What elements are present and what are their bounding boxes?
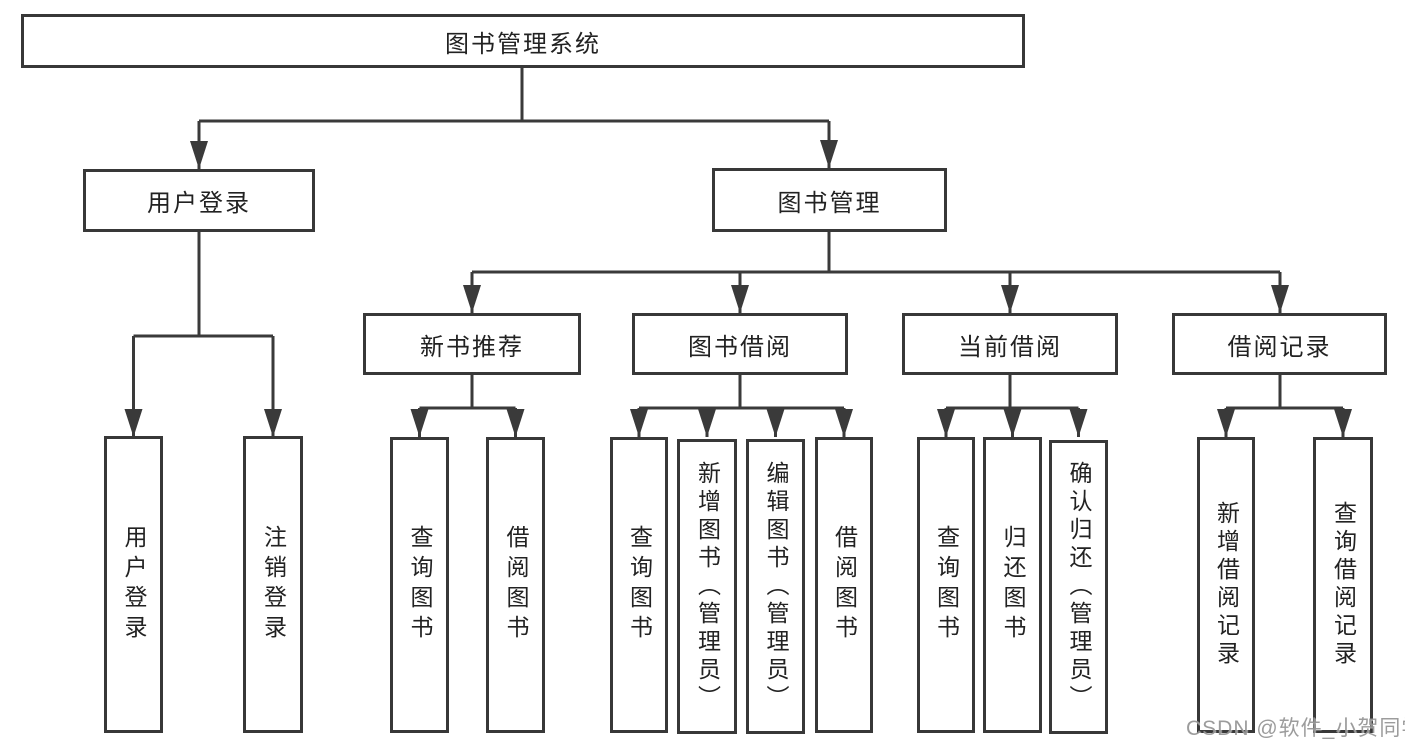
csdn-watermark: CSDN @软件_小贺同学 [1186,717,1405,740]
leaf-user-login: 用户登录 [104,436,163,733]
arrowhead [1003,409,1022,437]
arrowhead [1217,409,1235,437]
node-library-management-system: 图书管理系统 [21,14,1025,68]
leaf-label: 查询图书 [933,525,960,645]
node-current-borrowing: 当前借阅 [902,313,1118,375]
arrowhead [698,409,716,437]
arrowhead [820,140,838,168]
leaf-label: 归还图书 [1000,525,1026,645]
arrowhead [463,285,481,313]
arrowhead [1001,285,1019,313]
arrowhead [124,409,143,437]
arrowhead [630,409,648,437]
node-new-book-recommendation: 新书推荐 [363,313,581,375]
leaf-borrow-books-recommend: 借阅图书 [486,437,545,733]
arrowhead [190,141,208,169]
leaf-label: 借阅图书 [503,525,529,645]
leaf-query-books-current: 查询图书 [917,437,975,733]
arrowhead [264,409,282,437]
leaf-label: 注销登录 [260,524,287,645]
arrowhead [731,285,749,313]
leaf-label: 新增借阅记录 [1213,501,1240,669]
arrowhead [410,409,429,437]
arrowhead [835,409,853,437]
leaf-label: 借阅图书 [831,525,858,645]
node-user-login: 用户登录 [83,169,315,232]
node-borrowing-records: 借阅记录 [1172,313,1387,375]
leaf-label: 用户登录 [121,524,147,645]
arrowhead [1069,409,1088,437]
arrowhead [937,409,955,437]
leaf-add-borrow-record: 新增借阅记录 [1197,437,1255,733]
arrowhead [1334,409,1352,437]
leaf-query-books-borrow: 查询图书 [610,437,668,733]
leaf-query-borrow-record: 查询借阅记录 [1313,437,1373,733]
leaf-label: 查询图书 [626,525,653,645]
leaf-label: 新增图书（管理员） [694,460,721,713]
arrowhead [766,409,785,437]
node-book-borrowing: 图书借阅 [632,313,848,375]
leaf-label: 查询图书 [407,525,433,645]
leaf-add-book-admin: 新增图书（管理员） [677,439,737,734]
leaf-label: 确认归还（管理员） [1066,461,1092,713]
leaf-confirm-return-admin: 确认归还（管理员） [1049,440,1108,734]
tree-connectors [132,66,1345,437]
node-book-management: 图书管理 [712,168,947,232]
leaf-query-books-recommend: 查询图书 [390,437,449,733]
leaf-edit-book-admin: 编辑图书（管理员） [746,439,805,734]
leaf-label: 编辑图书（管理员） [763,460,789,713]
leaf-logout: 注销登录 [243,436,303,733]
arrowhead [1271,285,1289,313]
leaf-borrow-books: 借阅图书 [815,437,873,733]
arrowhead [506,409,525,437]
leaf-return-books: 归还图书 [983,437,1042,733]
leaf-label: 查询借阅记录 [1330,501,1357,669]
